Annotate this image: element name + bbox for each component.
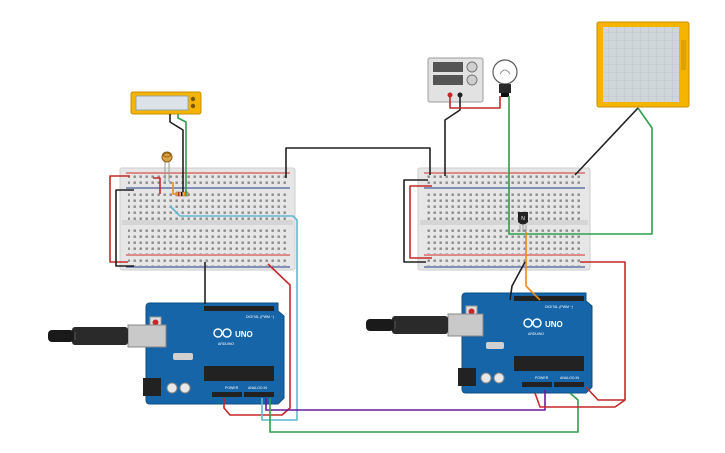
wire-black[interactable] bbox=[169, 114, 184, 192]
lcd-display[interactable] bbox=[130, 91, 202, 115]
wire-red[interactable] bbox=[223, 263, 291, 416]
digital-header[interactable] bbox=[514, 296, 584, 301]
digital-header-label: DIGITAL (PWM ~) bbox=[545, 305, 573, 309]
power-jack bbox=[143, 378, 161, 396]
arduino-logo-icon bbox=[523, 318, 542, 328]
wire-red[interactable] bbox=[534, 261, 626, 408]
power-jack bbox=[458, 368, 476, 386]
wire-black[interactable] bbox=[444, 96, 461, 176]
usb-cable-icon bbox=[366, 316, 448, 334]
usb-port bbox=[127, 324, 167, 348]
wire-purple[interactable] bbox=[265, 390, 546, 411]
digital-header-label: DIGITAL (PWM ~) bbox=[246, 315, 274, 319]
light-bulb[interactable] bbox=[492, 59, 518, 97]
model-label: UNO bbox=[545, 320, 563, 329]
wire-red[interactable] bbox=[585, 386, 625, 401]
arduino-logo-text: ARDUINO bbox=[218, 342, 234, 346]
transistor[interactable]: N bbox=[518, 212, 528, 232]
atmega-chip bbox=[514, 356, 584, 371]
power-supply[interactable] bbox=[427, 57, 484, 103]
usb-port bbox=[447, 313, 484, 337]
wire-cyan[interactable] bbox=[169, 205, 298, 421]
lcd-pin-icon bbox=[190, 96, 196, 102]
analog-header[interactable] bbox=[244, 392, 274, 397]
wire-red[interactable] bbox=[409, 185, 432, 259]
lcd-pin-icon bbox=[190, 103, 196, 109]
wire-green[interactable] bbox=[508, 96, 653, 235]
wire-red[interactable] bbox=[449, 96, 501, 109]
digital-header[interactable] bbox=[204, 306, 274, 311]
power-header[interactable] bbox=[522, 382, 552, 387]
analog-header-label: ANALOG IN bbox=[560, 376, 580, 380]
power-header[interactable] bbox=[212, 392, 242, 397]
wire-green[interactable] bbox=[269, 392, 579, 433]
wire-black[interactable] bbox=[403, 179, 428, 263]
analog-header[interactable] bbox=[554, 382, 584, 387]
analog-header-label: ANALOG IN bbox=[248, 386, 268, 390]
wire-red[interactable] bbox=[109, 175, 130, 263]
arduino-logo-text: ARDUINO bbox=[528, 332, 544, 336]
wire-orange[interactable] bbox=[525, 232, 541, 301]
wire-green[interactable] bbox=[177, 114, 187, 196]
atmega-chip bbox=[204, 366, 274, 381]
usb-cable-icon bbox=[48, 327, 128, 345]
wire-black[interactable] bbox=[115, 189, 134, 267]
wire-black[interactable] bbox=[509, 261, 526, 301]
model-label: UNO bbox=[235, 330, 253, 339]
arduino-logo-icon bbox=[213, 328, 232, 338]
wire-red[interactable] bbox=[153, 177, 161, 194]
wire-black[interactable] bbox=[574, 107, 639, 176]
arduino-uno-left[interactable]: DIGITAL (PWM ~) ARDUINO UNO POWER ANALOG… bbox=[127, 302, 285, 405]
breadboard-left[interactable] bbox=[119, 167, 296, 271]
photoresistor[interactable] bbox=[161, 151, 173, 182]
breadboard-right[interactable] bbox=[417, 167, 591, 271]
wire-orange[interactable] bbox=[172, 182, 178, 195]
oscilloscope[interactable] bbox=[596, 21, 690, 108]
transistor-label: N bbox=[521, 216, 525, 222]
wire-black[interactable] bbox=[285, 147, 431, 178]
power-header-label: POWER bbox=[225, 386, 239, 390]
power-header-label: POWER bbox=[535, 376, 549, 380]
arduino-uno-right[interactable]: DIGITAL (PWM ~) ARDUINO UNO POWER ANALOG… bbox=[447, 292, 593, 394]
